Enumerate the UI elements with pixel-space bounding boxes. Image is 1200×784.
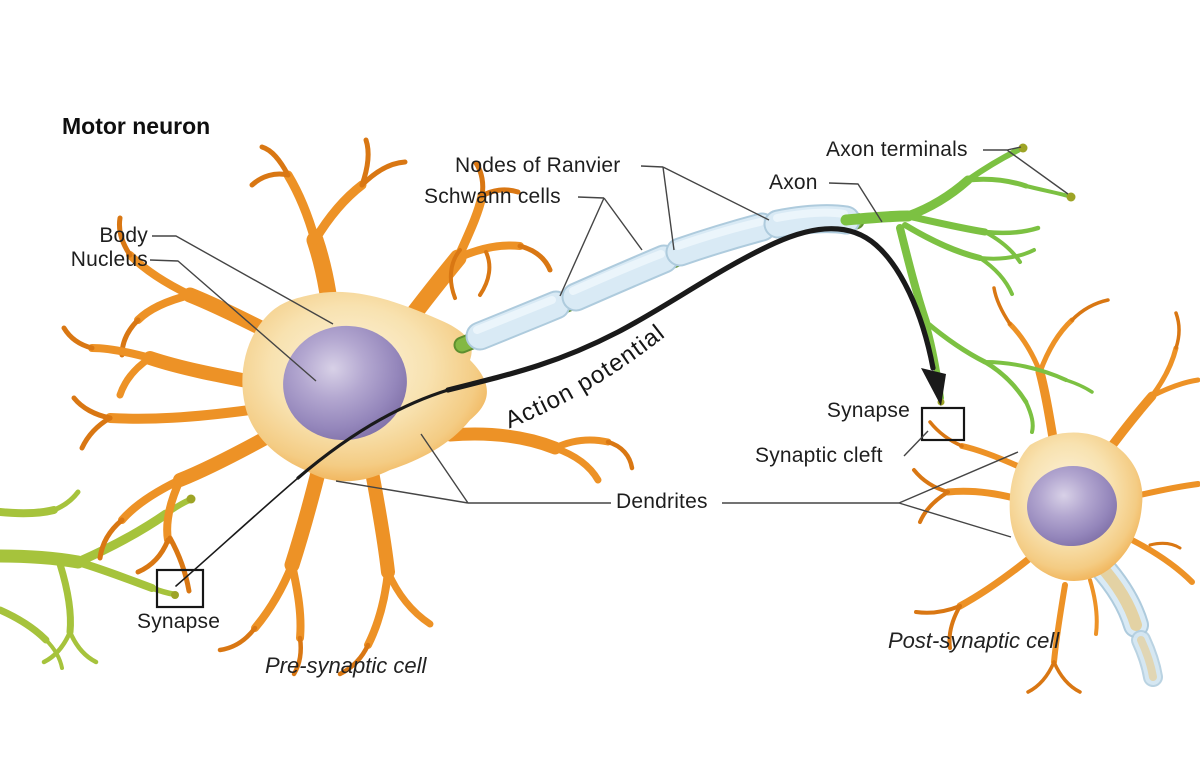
leader-synaptic-cleft: [903, 430, 929, 457]
axon-label: Axon: [769, 171, 818, 194]
synaptic-cleft-label: Synaptic cleft: [755, 444, 883, 467]
leader-schwann-cells: [559, 196, 643, 297]
leader-dendrites-left: [335, 433, 611, 504]
leader-dendrites-right: [722, 451, 1019, 538]
postsynaptic-cell-label: Post-synaptic cell: [888, 628, 1060, 653]
synapse-box-lower: [155, 568, 205, 609]
leader-nodes-of-ranvier: [640, 165, 770, 251]
arrowhead: [921, 368, 946, 406]
leader-axon-terminals: [983, 146, 1069, 195]
terminal-bouton: [186, 494, 196, 504]
terminal-bouton: [171, 591, 179, 599]
leader-axon: [828, 182, 883, 223]
leader-lines: [149, 146, 1069, 538]
axon-terminal-tree: [840, 143, 1094, 434]
action-potential-arrow: [175, 226, 946, 587]
presynaptic-nucleus: [283, 325, 407, 441]
nodes-of-ranvier-label: Nodes of Ranvier: [455, 154, 621, 177]
other-cell-axon-terminals: [0, 489, 196, 670]
schwann-cells-label: Schwann cells: [424, 185, 561, 208]
nucleus-label: Nucleus: [70, 248, 148, 271]
synapse-lower-label: Synapse: [137, 610, 221, 633]
synapse-box-upper: [920, 406, 966, 442]
postsynaptic-axon: [1087, 552, 1163, 687]
postsynaptic-cell: [912, 286, 1200, 694]
dendrites-label: Dendrites: [616, 490, 708, 513]
presynaptic-cell-label: Pre-synaptic cell: [265, 653, 427, 678]
terminal-bouton: [1018, 143, 1028, 153]
synapse-upper-label: Synapse: [826, 399, 910, 422]
axon-myelinated: [453, 204, 865, 354]
terminal-bouton: [1066, 192, 1076, 202]
leader-nucleus: [149, 259, 317, 382]
postsynaptic-nucleus: [1027, 465, 1117, 547]
figure-title: Motor neuron: [62, 113, 211, 139]
schwann-cell-sheaths: [465, 204, 861, 351]
axon-terminals-label: Axon terminals: [826, 138, 968, 161]
leader-body: [152, 235, 334, 325]
body-label: Body: [99, 224, 148, 247]
action-potential-label: Action potential: [501, 319, 670, 434]
